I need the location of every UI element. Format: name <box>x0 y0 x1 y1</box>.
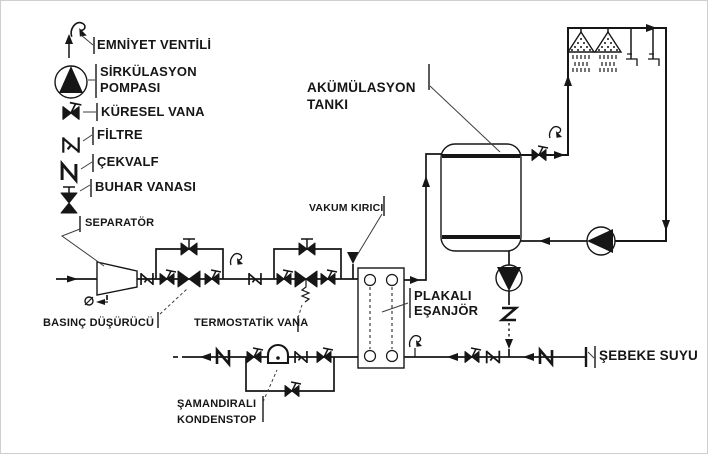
float-trap-symbol <box>266 343 290 365</box>
thermostatic-valve-label: TERMOSTATİK VANA <box>194 317 309 329</box>
flow-arrow <box>67 275 78 283</box>
legend-label-check-valve: ÇEKVALF <box>97 154 159 169</box>
legend-label-safety-valve: EMNİYET VENTİLİ <box>97 37 212 52</box>
vacuum-breaker-label: VAKUM KIRICI <box>309 202 384 214</box>
safety-valve-symbol <box>408 335 423 348</box>
circulation-pump-icon <box>54 65 88 99</box>
pump-symbol-tank-charge <box>495 264 523 292</box>
flow-arrow <box>539 237 550 245</box>
flow-arrow <box>447 353 458 361</box>
label-leaders <box>60 34 596 422</box>
flow-arrow <box>646 24 657 32</box>
flow-arrow <box>554 151 565 159</box>
flow-arrow <box>200 353 211 361</box>
pressure-reducing-valve-symbol <box>177 270 201 288</box>
vacuum-breaker-stub <box>347 252 359 279</box>
accumulation-tank-symbol <box>440 143 522 252</box>
float-trap-label-2: KONDENSTOP <box>177 414 257 426</box>
flow-arrow <box>523 353 534 361</box>
float-trap-label-1: ŞAMANDIRALI <box>177 398 257 410</box>
thermostatic-sensor-spring <box>300 279 311 303</box>
bypass-valve-symbol <box>298 238 316 256</box>
flow-arrow <box>422 176 430 187</box>
ball-valve-symbol <box>531 145 549 162</box>
separator-symbol <box>84 261 138 306</box>
trap-bypass-loop <box>245 357 335 392</box>
plate-heat-exchanger-label-2: EŞANJÖR <box>414 303 479 318</box>
bypass-valve-symbol <box>180 238 198 256</box>
circulation-return-line <box>521 237 587 245</box>
flow-arrow <box>410 276 420 284</box>
legend-label-filter: FİLTRE <box>97 127 143 142</box>
accumulation-tank-label-2: TANKI <box>307 97 349 112</box>
ball-valve-symbol <box>204 269 222 286</box>
ball-valve-symbol <box>464 347 482 364</box>
separator-label: SEPARATÖR <box>85 217 155 229</box>
ball-valve-symbol <box>284 381 302 398</box>
legend-label-steam-valve: BUHAR VANASI <box>95 179 197 194</box>
ball-valve-symbol <box>276 269 294 286</box>
tap-icon <box>625 27 638 67</box>
flow-arrow <box>662 220 670 231</box>
pressure-reducer-label: BASINÇ DÜŞÜRÜCÜ <box>43 317 155 329</box>
safety-valve-symbol <box>548 126 563 139</box>
shower-nozzle-icon <box>594 27 622 73</box>
safety-valve-icon <box>65 21 88 58</box>
pressure-reducer-bypass-loop <box>155 248 224 279</box>
flow-arrow <box>564 75 572 86</box>
legend-label-circulation-pump-2: POMPASI <box>100 80 161 95</box>
legend-label-ball-valve: KÜRESEL VANA <box>101 104 205 119</box>
legend-label-circulation-pump-1: SİRKÜLASYON <box>100 64 197 79</box>
mains-water-line <box>404 347 588 367</box>
ball-valve-symbol <box>316 347 334 364</box>
tap-icon <box>647 27 660 67</box>
tank-outlet-and-distribution-loop <box>520 24 670 242</box>
plate-heat-exchanger-symbol <box>357 267 405 369</box>
steam-valve-icon <box>60 186 78 214</box>
safety-valve-symbol <box>229 253 244 266</box>
ball-valve-symbol <box>159 269 177 286</box>
check-valve-symbol <box>500 306 518 322</box>
filter-icon <box>62 136 80 154</box>
tank-bottom-pump-line <box>505 250 513 357</box>
pump-symbol-circulation-return <box>586 226 616 256</box>
flow-arrow <box>96 299 105 305</box>
hot-water-riser-to-tank <box>397 153 442 284</box>
ball-valve-symbol <box>320 269 338 286</box>
ball-valve-icon <box>62 101 83 121</box>
ball-valve-symbol <box>246 347 264 364</box>
shower-nozzle-icon <box>567 27 595 73</box>
vacuum-breaker-symbol <box>347 252 359 264</box>
check-valve-icon <box>60 162 78 182</box>
plate-heat-exchanger-label-1: PLAKALI <box>414 288 472 303</box>
mains-water-label: ŞEBEKE SUYU <box>599 348 698 363</box>
flow-arrow <box>505 339 513 349</box>
accumulation-tank-label-1: AKÜMÜLASYON <box>307 80 416 95</box>
